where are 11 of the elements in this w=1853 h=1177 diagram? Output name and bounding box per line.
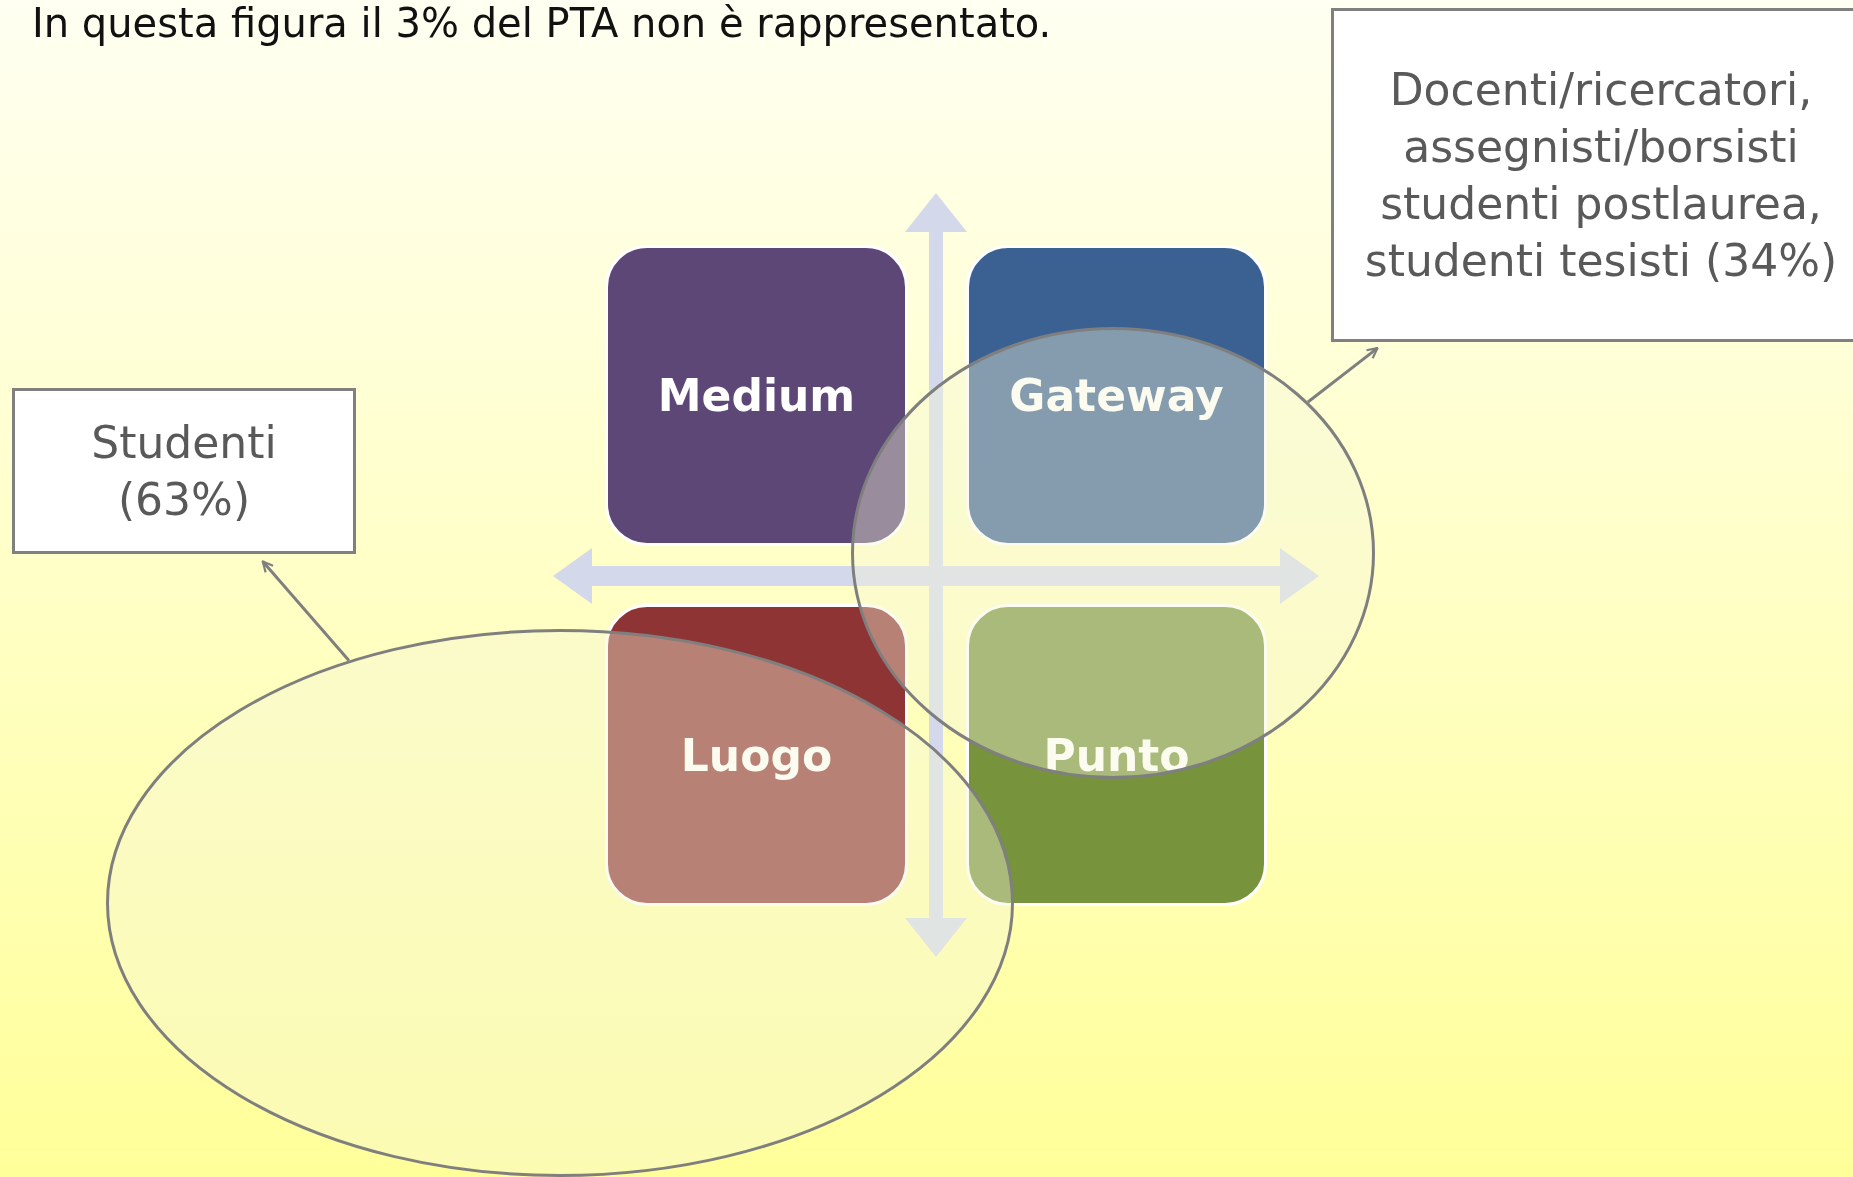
quadrant-box: Luogo <box>605 604 908 906</box>
quadrant-box: Punto <box>966 604 1267 906</box>
arrow <box>261 560 350 662</box>
callout-box: Studenti (63%) <box>12 388 356 554</box>
arrow <box>1307 346 1379 404</box>
ellipse-outline <box>851 327 1375 779</box>
note-text: In questa figura il 3% del PTA non è rappresentato. <box>32 0 1052 46</box>
quadrant-box: Gateway <box>966 245 1267 546</box>
callout-box: Docenti/ricercatori, assegnisti/borsisti studenti postlaurea, studenti tesisti (34%) <box>1331 8 1853 342</box>
ellipse-outline <box>106 629 1014 1177</box>
quadrant-box: Medium <box>605 245 908 546</box>
